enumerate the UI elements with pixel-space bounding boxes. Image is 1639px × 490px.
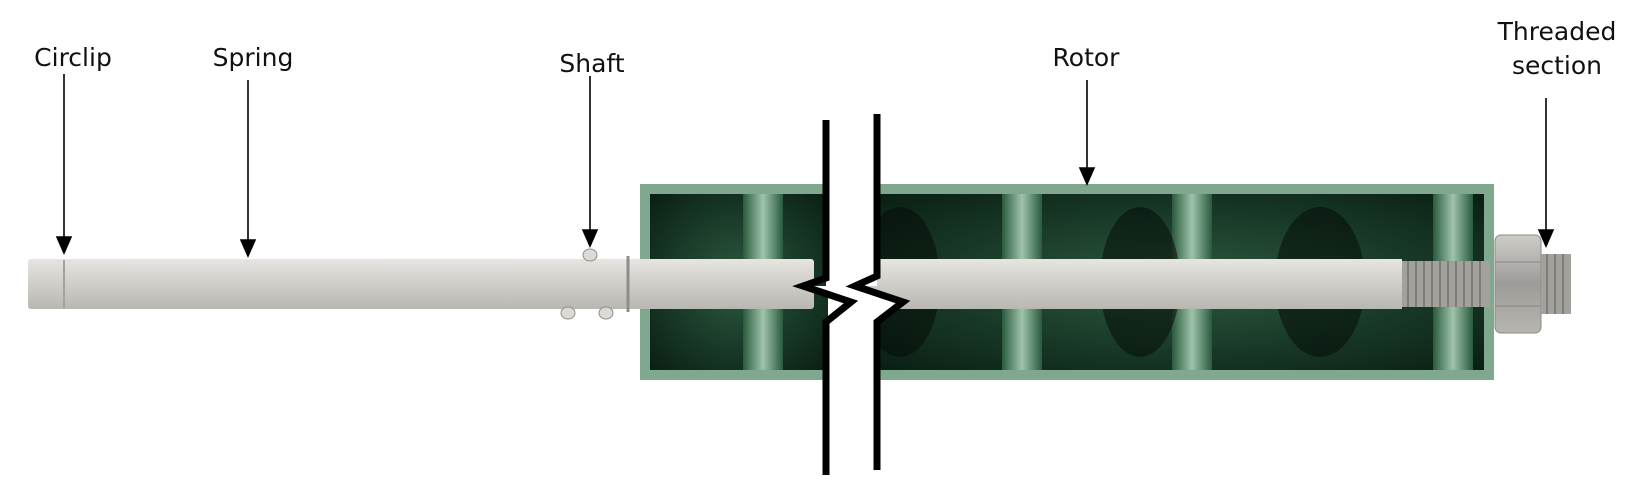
spring-pin (560, 306, 576, 320)
break-line-right (845, 114, 911, 470)
spring-arrowhead (239, 239, 257, 258)
spring-pin (598, 306, 614, 320)
shaft-right (866, 234, 1571, 334)
shaft-arrowhead (581, 229, 599, 248)
threaded-section-label-line2: section (1511, 51, 1603, 80)
hex-nut (1494, 234, 1542, 334)
spring-label: Spring (212, 43, 294, 72)
threaded-section-arrowhead (1537, 229, 1555, 248)
shaft (28, 259, 814, 309)
rotor-label: Rotor (1052, 43, 1120, 72)
break-line-left (792, 120, 859, 475)
shaft-left (28, 248, 814, 320)
circlip-label: Circlip (34, 43, 112, 72)
threaded-section-label-line1: Threaded (1497, 17, 1617, 46)
spring-pin (582, 248, 598, 262)
shaft (866, 259, 1402, 309)
circlip-arrowhead (55, 236, 73, 255)
rotor-arrowhead (1078, 167, 1096, 186)
shaft-label: Shaft (559, 49, 625, 78)
